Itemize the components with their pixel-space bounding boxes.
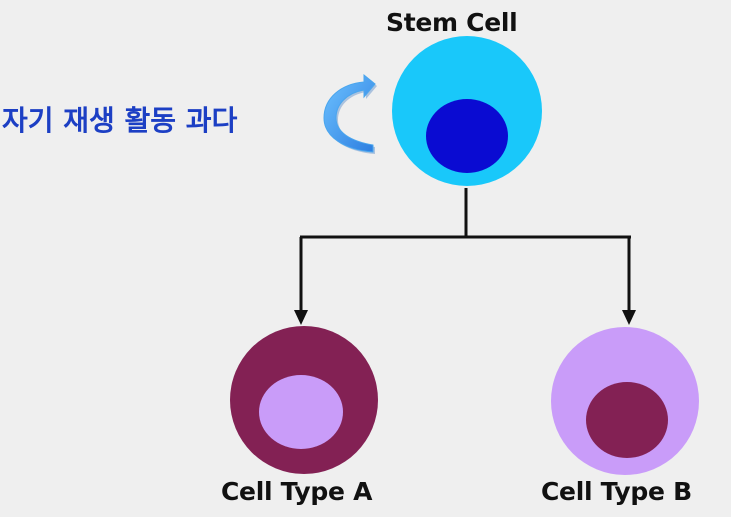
self-renewal-label: 자기 재생 활동 과다 [2,104,238,137]
cell-type-a [230,326,378,474]
right-branch-arrowhead [622,310,636,325]
stem-cell [392,36,542,186]
stem-cell-label: Stem Cell [386,8,518,37]
stem-cell-nucleus [426,99,508,173]
cell-type-b-nucleus [586,382,668,458]
connector-lines [294,188,636,325]
cell-type-a-nucleus [259,375,343,449]
cell-type-b [551,327,699,475]
cell-type-b-label: Cell Type B [541,477,692,506]
curved-arrow-icon [323,73,377,154]
self-renewal-arrow [323,73,376,153]
cell-type-a-label: Cell Type A [221,477,373,506]
left-branch-arrowhead [294,310,308,325]
